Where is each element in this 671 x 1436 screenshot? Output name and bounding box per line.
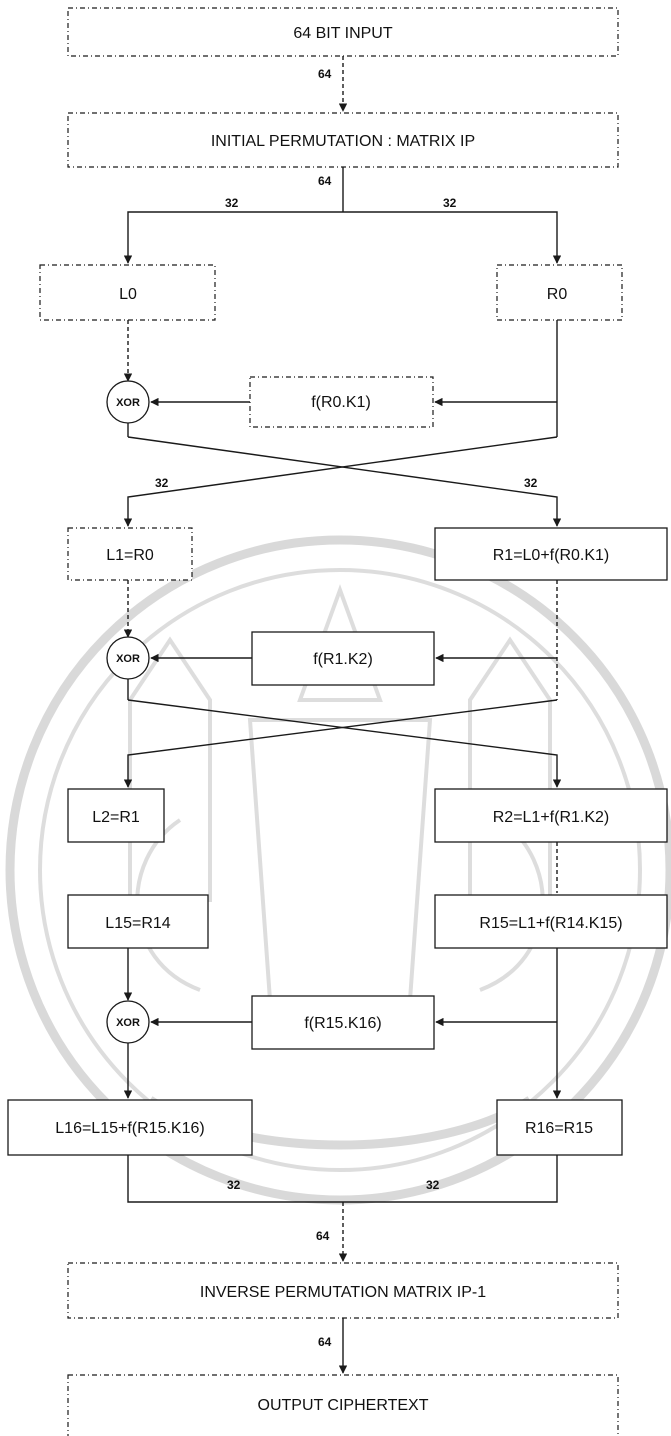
input-box: 64 BIT INPUT bbox=[67, 7, 619, 57]
bits-cross1-left: 32 bbox=[155, 476, 169, 490]
bits-after-inverse: 64 bbox=[318, 1335, 332, 1349]
bits-split-left: 32 bbox=[225, 196, 239, 210]
r15-box: R15=L1+f(R14.K15) bbox=[434, 894, 668, 949]
wire-split bbox=[123, 211, 562, 264]
l16-box: L16=L15+f(R15.K16) bbox=[7, 1099, 253, 1156]
f1-label: f(R0.K1) bbox=[311, 394, 371, 411]
l15-label: L15=R14 bbox=[105, 915, 170, 932]
initial-permutation-label: INITIAL PERMUTATION : MATRIX IP bbox=[211, 133, 475, 150]
inverse-permutation-label: INVERSE PERMUTATION MATRIX IP-1 bbox=[200, 1284, 486, 1301]
inverse-permutation-box: INVERSE PERMUTATION MATRIX IP-1 bbox=[67, 1262, 619, 1319]
xor2-label: XOR bbox=[116, 653, 140, 665]
r0-label: R0 bbox=[547, 286, 568, 303]
bits-merge-left: 32 bbox=[227, 1178, 241, 1192]
l2-box: L2=R1 bbox=[67, 788, 165, 843]
xor16-label: XOR bbox=[116, 1017, 140, 1029]
f16-label: f(R15.K16) bbox=[304, 1015, 381, 1032]
wire-cross2-b bbox=[123, 699, 558, 788]
r1-box: R1=L0+f(R0.K1) bbox=[434, 527, 668, 581]
bits-split-right: 32 bbox=[443, 196, 457, 210]
bits-after-input: 64 bbox=[318, 67, 332, 81]
l0-box: L0 bbox=[39, 264, 216, 321]
bits-before-inverse: 64 bbox=[316, 1229, 330, 1243]
output-label: OUTPUT CIPHERTEXT bbox=[258, 1397, 429, 1414]
bits-after-ip: 64 bbox=[318, 174, 332, 188]
l1-box: L1=R0 bbox=[67, 527, 193, 581]
bits-merge-right: 32 bbox=[426, 1178, 440, 1192]
initial-permutation-box: INITIAL PERMUTATION : MATRIX IP bbox=[67, 112, 619, 168]
f2-box: f(R1.K2) bbox=[251, 631, 435, 686]
l16-label: L16=L15+f(R15.K16) bbox=[55, 1120, 204, 1137]
output-box: OUTPUT CIPHERTEXT bbox=[67, 1374, 619, 1436]
wire-cross1-b bbox=[123, 436, 558, 527]
bits-cross1-right: 32 bbox=[524, 476, 538, 490]
r2-label: R2=L1+f(R1.K2) bbox=[493, 809, 610, 826]
r2-box: R2=L1+f(R1.K2) bbox=[434, 788, 668, 843]
l15-box: L15=R14 bbox=[67, 894, 209, 949]
input-label: 64 BIT INPUT bbox=[293, 25, 393, 42]
r15-label: R15=L1+f(R14.K15) bbox=[479, 915, 622, 932]
xor2: XOR bbox=[106, 636, 150, 680]
xor1-label: XOR bbox=[116, 397, 140, 409]
r1-label: R1=L0+f(R0.K1) bbox=[493, 547, 610, 564]
wire-cross2-a bbox=[127, 699, 562, 788]
l1-label: L1=R0 bbox=[106, 547, 154, 564]
xor16: XOR bbox=[106, 1000, 150, 1044]
f16-box: f(R15.K16) bbox=[251, 995, 435, 1050]
l0-label: L0 bbox=[119, 286, 137, 303]
r16-label: R16=R15 bbox=[525, 1120, 593, 1137]
f2-label: f(R1.K2) bbox=[313, 651, 373, 668]
r16-box: R16=R15 bbox=[496, 1099, 623, 1156]
xor1: XOR bbox=[106, 380, 150, 424]
r0-box: R0 bbox=[496, 264, 623, 321]
wire-cross1-a bbox=[127, 436, 562, 527]
l2-label: L2=R1 bbox=[92, 809, 140, 826]
f1-box: f(R0.K1) bbox=[249, 376, 434, 428]
